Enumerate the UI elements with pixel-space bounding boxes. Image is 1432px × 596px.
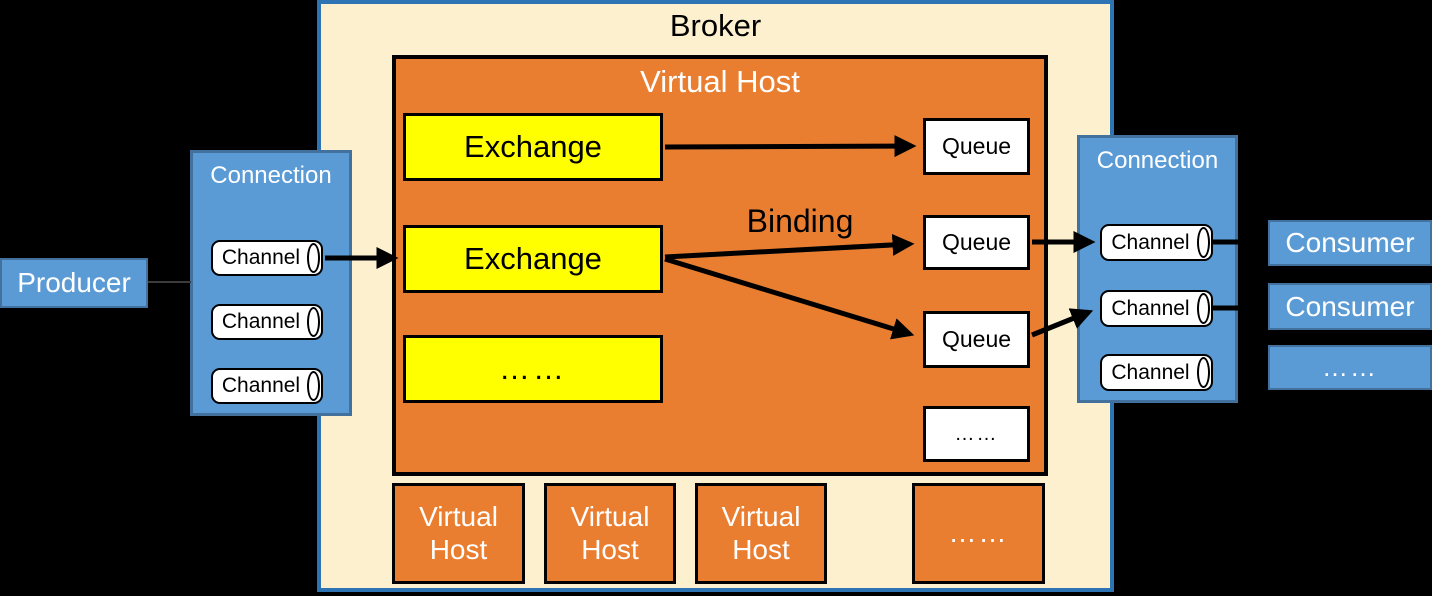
channel-right-3: Channel bbox=[1100, 354, 1213, 391]
channel-label: Channel bbox=[221, 374, 301, 397]
cylinder-cap bbox=[307, 307, 320, 337]
cylinder-cap bbox=[1197, 293, 1210, 324]
exchange-box-1: Exchange bbox=[403, 113, 663, 181]
virtual-host-small-1: Virtual Host bbox=[392, 483, 525, 584]
channel-label: Channel bbox=[221, 310, 301, 333]
channel-label: Channel bbox=[221, 246, 301, 269]
binding-label: Binding bbox=[746, 203, 854, 239]
channel-left-3: Channel bbox=[211, 368, 323, 404]
queue-box-1: Queue bbox=[923, 118, 1030, 175]
virtual-host-title: Virtual Host bbox=[640, 64, 800, 99]
cylinder-cap bbox=[1197, 227, 1210, 258]
channel-label: Channel bbox=[1111, 296, 1190, 320]
channel-right-2: Channel bbox=[1100, 290, 1213, 327]
consumer-box-2: Consumer bbox=[1268, 283, 1432, 330]
channel-right-1: Channel bbox=[1100, 224, 1213, 261]
consumer-box-more: …… bbox=[1268, 345, 1432, 390]
producer-box: Producer bbox=[0, 258, 148, 308]
cylinder-cap bbox=[307, 243, 320, 273]
channel-label: Channel bbox=[1111, 230, 1190, 254]
connection-right-title: Connection bbox=[1096, 147, 1219, 174]
consumer-box-1: Consumer bbox=[1268, 220, 1432, 266]
virtual-host-small-3: Virtual Host bbox=[695, 483, 827, 584]
connection-box-left: Connection bbox=[190, 150, 352, 416]
queue-box-2: Queue bbox=[923, 215, 1030, 270]
channel-label: Channel bbox=[1111, 360, 1190, 384]
exchange-box-more: …… bbox=[403, 335, 663, 403]
broker-title: Broker bbox=[669, 8, 762, 43]
queue-box-more: …… bbox=[923, 406, 1030, 462]
channel-left-1: Channel bbox=[211, 240, 323, 276]
virtual-host-small-more: …… bbox=[912, 483, 1045, 584]
queue-box-3: Queue bbox=[923, 311, 1030, 368]
cylinder-cap bbox=[1197, 357, 1210, 388]
cylinder-cap bbox=[307, 371, 320, 401]
channel-left-2: Channel bbox=[211, 304, 323, 340]
connection-left-title: Connection bbox=[210, 162, 332, 189]
exchange-box-2: Exchange bbox=[403, 225, 663, 293]
virtual-host-small-2: Virtual Host bbox=[544, 483, 676, 584]
